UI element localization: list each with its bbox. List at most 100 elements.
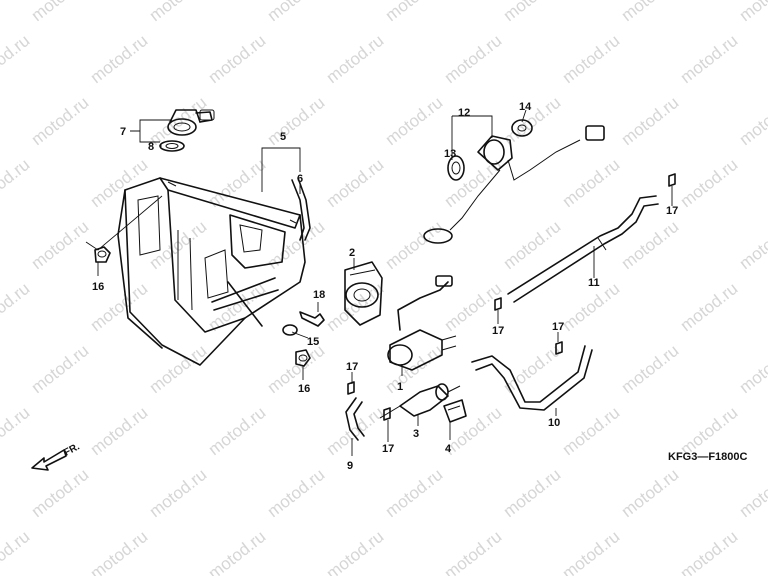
callout-8: 8 xyxy=(148,141,154,153)
watermark-text: motod.ru xyxy=(500,0,565,25)
hose-clip-17d xyxy=(347,381,355,395)
watermark-text: motod.ru xyxy=(146,465,211,521)
watermark-text: motod.ru xyxy=(323,31,388,87)
watermark-text: motod.ru xyxy=(323,279,388,335)
callout-7: 7 xyxy=(120,126,126,138)
watermark-text: motod.ru xyxy=(559,403,624,459)
fuel-cap xyxy=(167,109,215,136)
watermark-text: motod.ru xyxy=(205,403,270,459)
watermark-text: motod.ru xyxy=(736,93,768,149)
watermark-text: motod.ru xyxy=(736,0,768,25)
tank-nut-16b xyxy=(295,349,311,367)
leader-lines xyxy=(85,109,673,456)
watermark-text: motod.ru xyxy=(441,31,506,87)
watermark-text: motod.ru xyxy=(87,31,152,87)
fuel-pump xyxy=(387,275,457,371)
watermark-text: motod.ru xyxy=(146,93,211,149)
callouts: 7 8 5 6 16 16 18 15 2 1 3 4 9 10 11 12 1… xyxy=(92,101,678,472)
front-direction-label: FR. xyxy=(62,441,82,458)
callout-17e: 17 xyxy=(382,443,394,455)
callout-17a: 17 xyxy=(666,205,678,217)
callout-17c: 17 xyxy=(552,321,564,333)
callout-2: 2 xyxy=(349,247,355,259)
watermark-text: motod.ru xyxy=(736,465,768,521)
callout-17b: 17 xyxy=(492,325,504,337)
watermark-text: motod.ru xyxy=(736,217,768,273)
front-direction-arrow: FR. xyxy=(31,441,82,471)
watermark-text: motod.ru xyxy=(618,341,683,397)
fuel-hose-10 xyxy=(471,345,593,411)
watermark-text: motod.ru xyxy=(0,279,33,335)
watermark-text: motod.ru xyxy=(382,0,447,25)
tank-nut-16a xyxy=(94,246,111,263)
callout-1: 1 xyxy=(397,381,403,393)
watermark-text: motod.ru xyxy=(87,527,152,576)
watermark-text: motod.ru xyxy=(559,155,624,211)
callout-3: 3 xyxy=(413,428,419,440)
watermark-text: motod.ru xyxy=(677,279,742,335)
watermark-text: motod.ru xyxy=(323,527,388,576)
overflow-hose xyxy=(507,195,659,303)
watermark-text: motod.ru xyxy=(0,31,33,87)
tank-bolt-18 xyxy=(299,311,325,327)
watermark-text: motod.ru xyxy=(28,93,93,149)
fuel-pump-bracket xyxy=(344,261,383,326)
watermark-text: motod.ru xyxy=(28,465,93,521)
watermark-text: motod.ru xyxy=(0,155,33,211)
watermark-text: motod.ru xyxy=(205,527,270,576)
callout-13: 13 xyxy=(444,148,456,160)
callout-16a: 16 xyxy=(92,281,104,293)
watermark-text: motod.ru xyxy=(618,217,683,273)
callout-6: 6 xyxy=(297,173,303,185)
watermark-text: motod.ru xyxy=(677,527,742,576)
callout-16b: 16 xyxy=(298,383,310,395)
watermark-text: motod.ru xyxy=(618,0,683,25)
hose-clip-17b xyxy=(494,297,502,311)
watermark-text: motod.ru xyxy=(87,155,152,211)
watermark-text: motod.ru xyxy=(87,403,152,459)
watermark-text: motod.ru xyxy=(677,155,742,211)
fuel-hose-9 xyxy=(345,397,365,441)
hose-clip-17a xyxy=(668,173,676,187)
filter-clip xyxy=(443,399,467,423)
callout-9: 9 xyxy=(347,460,353,472)
callout-15: 15 xyxy=(307,336,319,348)
callout-5: 5 xyxy=(280,131,286,143)
watermark-text: motod.ru xyxy=(28,217,93,273)
callout-10: 10 xyxy=(548,417,560,429)
watermark-text: motod.ru xyxy=(0,403,33,459)
callout-18: 18 xyxy=(313,289,325,301)
callout-4: 4 xyxy=(445,443,452,455)
watermark-text: motod.ru xyxy=(618,93,683,149)
watermark-text: motod.ru xyxy=(28,341,93,397)
tank-washer-15 xyxy=(282,324,298,336)
watermark-text: motod.ru xyxy=(146,0,211,25)
watermark-text: motod.ru xyxy=(559,527,624,576)
sensor-gasket-13 xyxy=(447,155,465,181)
watermark-text: motod.ru xyxy=(441,527,506,576)
callout-17d: 17 xyxy=(346,361,358,373)
watermark-text: motod.ru xyxy=(205,155,270,211)
watermark-text: motod.ru xyxy=(146,341,211,397)
watermark-text: motod.ru xyxy=(323,155,388,211)
watermark-text: motod.ru xyxy=(559,31,624,87)
watermark-text: motod.ru xyxy=(677,31,742,87)
watermark-text: motod.ru xyxy=(264,465,329,521)
callout-14: 14 xyxy=(519,101,532,113)
breather-tube xyxy=(291,177,311,241)
watermark-text: motod.ru xyxy=(618,465,683,521)
watermark-text: motod.ru xyxy=(382,93,447,149)
diagram-code: KFG3—F1800C xyxy=(668,451,748,463)
watermark-text: motod.ru xyxy=(500,465,565,521)
watermark-text: motod.ru xyxy=(264,0,329,25)
watermark-text: motod.ru xyxy=(736,341,768,397)
callout-11: 11 xyxy=(588,277,600,289)
callout-12: 12 xyxy=(458,107,470,119)
watermark-text: motod.ru xyxy=(264,341,329,397)
watermark-text: motod.ru xyxy=(28,0,93,25)
hose-clip-17c xyxy=(555,341,563,355)
fuel-tank xyxy=(117,177,306,366)
watermark-text: motod.ru xyxy=(382,465,447,521)
